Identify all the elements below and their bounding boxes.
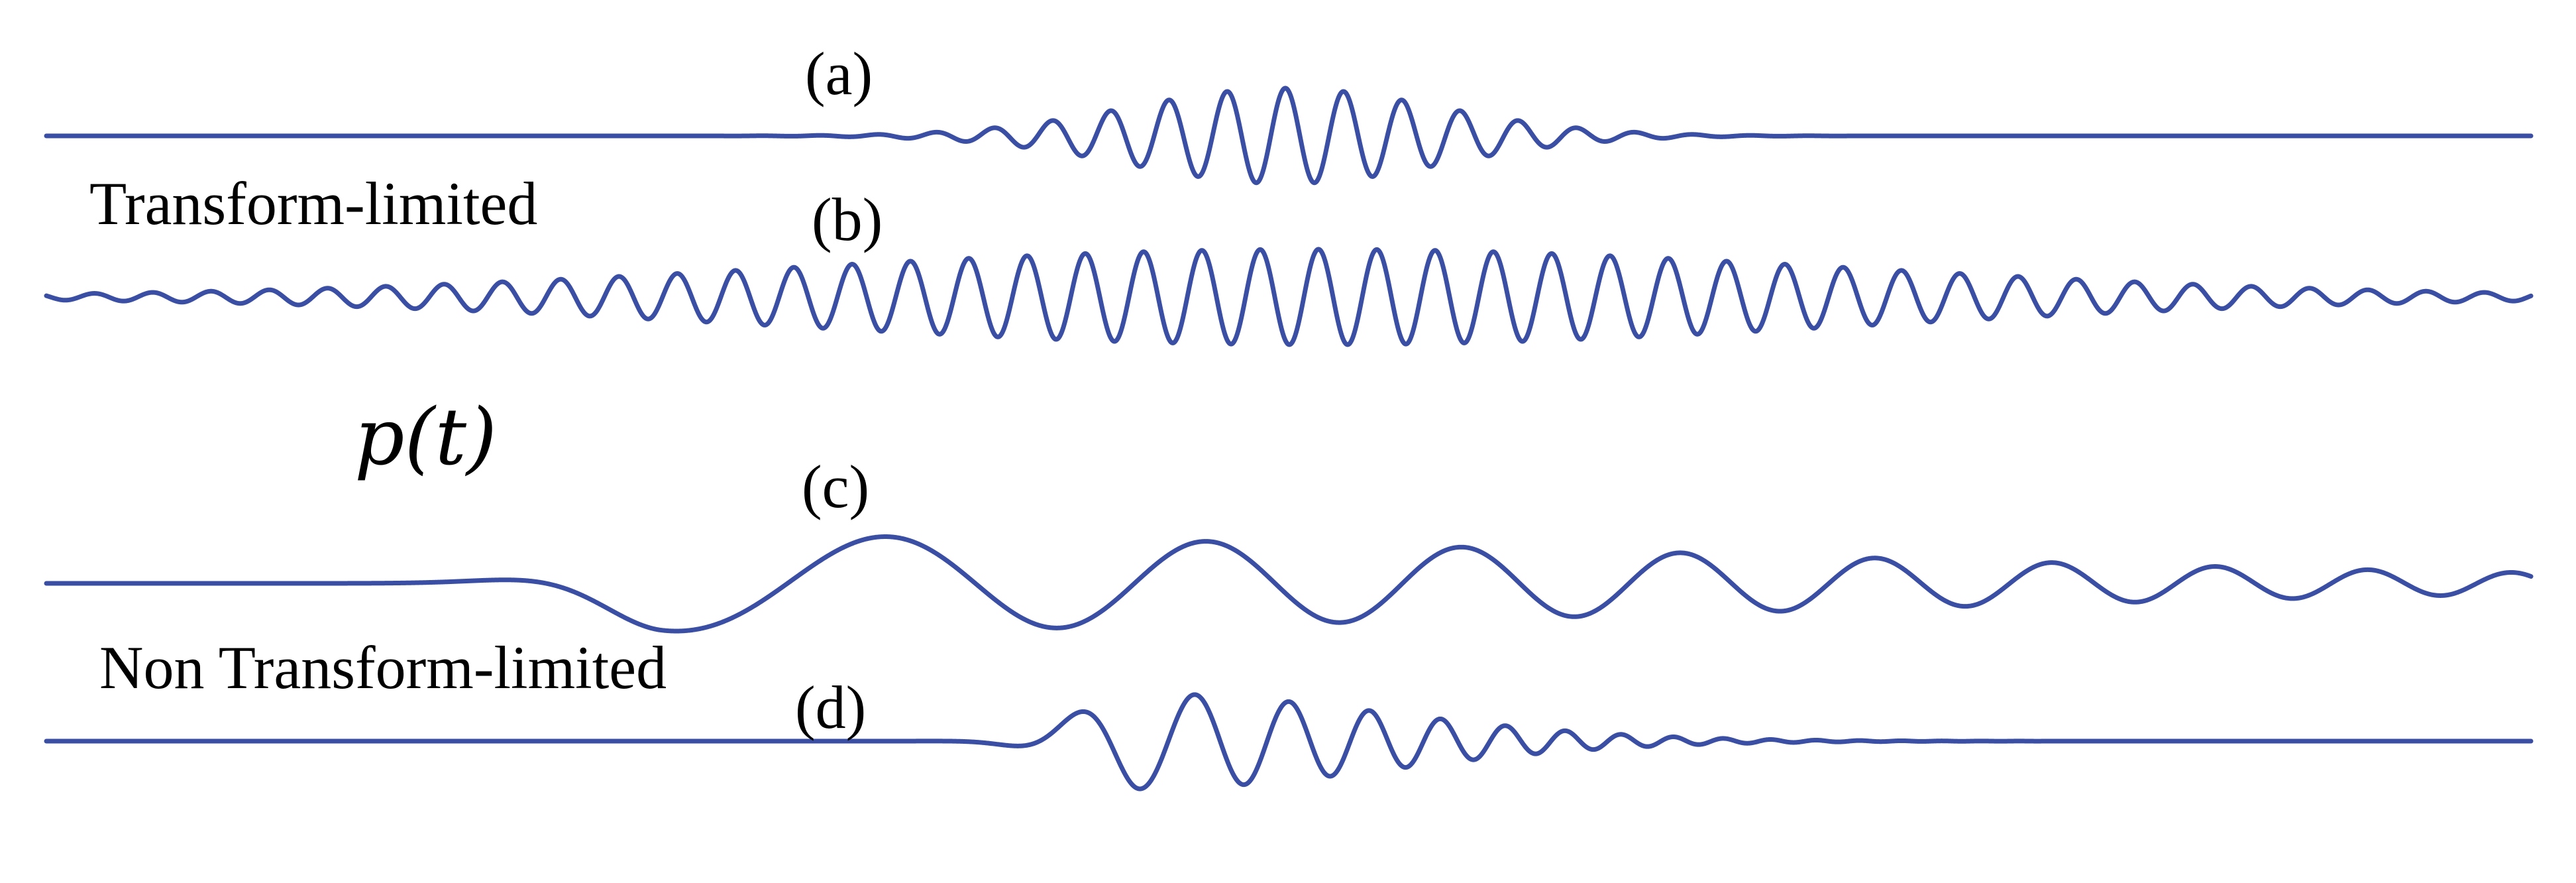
panel-label-d: (d) (795, 674, 866, 741)
waveform-b (44, 247, 2534, 347)
panel-label-c: (c) (802, 453, 869, 520)
waveform-d (44, 692, 2534, 792)
group-label-transform-limited: Transform-limited (89, 170, 537, 237)
y-axis-label: p(t) (354, 391, 497, 483)
panel-label-a: (a) (805, 40, 873, 107)
panel-label-b: (b) (812, 186, 883, 253)
group-label-non-transform-limited: Non Transform-limited (99, 634, 667, 701)
waveform-c (44, 534, 2534, 634)
waveform-a (44, 86, 2534, 186)
